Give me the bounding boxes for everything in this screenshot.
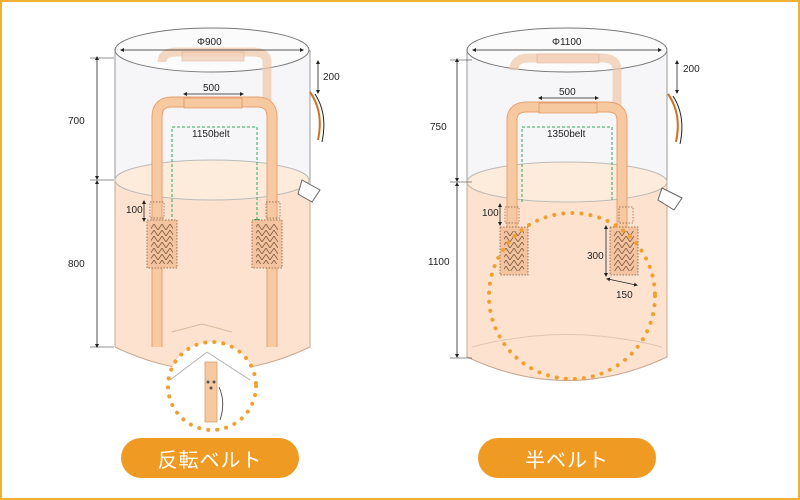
left-diameter-label: Φ900 bbox=[197, 37, 222, 48]
left-body-top-ellipse bbox=[114, 159, 310, 201]
right-back-belt bbox=[509, 53, 622, 110]
right-dim-patch-width-line bbox=[606, 277, 638, 287]
right-tie-cord bbox=[667, 93, 679, 143]
right-belt-guide bbox=[521, 126, 613, 202]
right-dotted-ring bbox=[487, 211, 657, 381]
right-top-height-label: 750 bbox=[430, 122, 447, 133]
left-bottom-belt bbox=[204, 361, 218, 423]
left-drop-label: 100 bbox=[126, 205, 143, 216]
left-loop-label: 200 bbox=[323, 72, 340, 83]
left-belt-label: 1150belt bbox=[192, 129, 230, 140]
right-diameter-label: Φ1100 bbox=[552, 37, 582, 48]
left-beltwidth-label: 500 bbox=[203, 83, 220, 94]
right-side-tab bbox=[657, 187, 683, 211]
left-bottom-folds bbox=[171, 323, 233, 333]
right-drop-label: 100 bbox=[482, 208, 499, 219]
right-beltwidth-label: 500 bbox=[559, 87, 576, 98]
left-loop-right bbox=[265, 201, 281, 219]
left-top-height-label: 700 bbox=[68, 116, 85, 127]
left-tie-cord bbox=[309, 91, 321, 141]
left-patch-right-stitch bbox=[256, 224, 278, 264]
right-patch-height-label: 300 bbox=[587, 251, 604, 262]
left-belt-width-tag bbox=[183, 97, 243, 109]
right-loop-label: 200 bbox=[683, 64, 700, 75]
right-body-top-ellipse bbox=[466, 161, 668, 203]
left-loop-left bbox=[149, 201, 165, 219]
left-bag: Φ900 700 800 200 500 1150belt 100 bbox=[68, 27, 340, 432]
right-body-height-label: 1100 bbox=[428, 257, 450, 268]
right-belt-width-tag bbox=[538, 102, 598, 114]
left-back-belt-label bbox=[181, 51, 245, 62]
left-dotted-ring bbox=[166, 340, 258, 432]
caption-half-belt: 半ベルト bbox=[478, 438, 656, 478]
left-back-belt bbox=[157, 47, 272, 102]
left-side-tab bbox=[297, 179, 321, 203]
left-body-height-label: 800 bbox=[68, 259, 85, 270]
right-bag: Φ1100 750 1100 200 500 1350belt 100 300 … bbox=[428, 27, 700, 381]
left-tie-cord-shadow bbox=[314, 93, 325, 143]
left-patch-left-stitch bbox=[151, 224, 173, 264]
right-patch-width-label: 150 bbox=[616, 290, 633, 301]
left-belt-guide bbox=[171, 126, 260, 225]
caption-reverse-belt: 反転ベルト bbox=[121, 438, 299, 478]
right-belt-label: 1350belt bbox=[547, 129, 586, 140]
